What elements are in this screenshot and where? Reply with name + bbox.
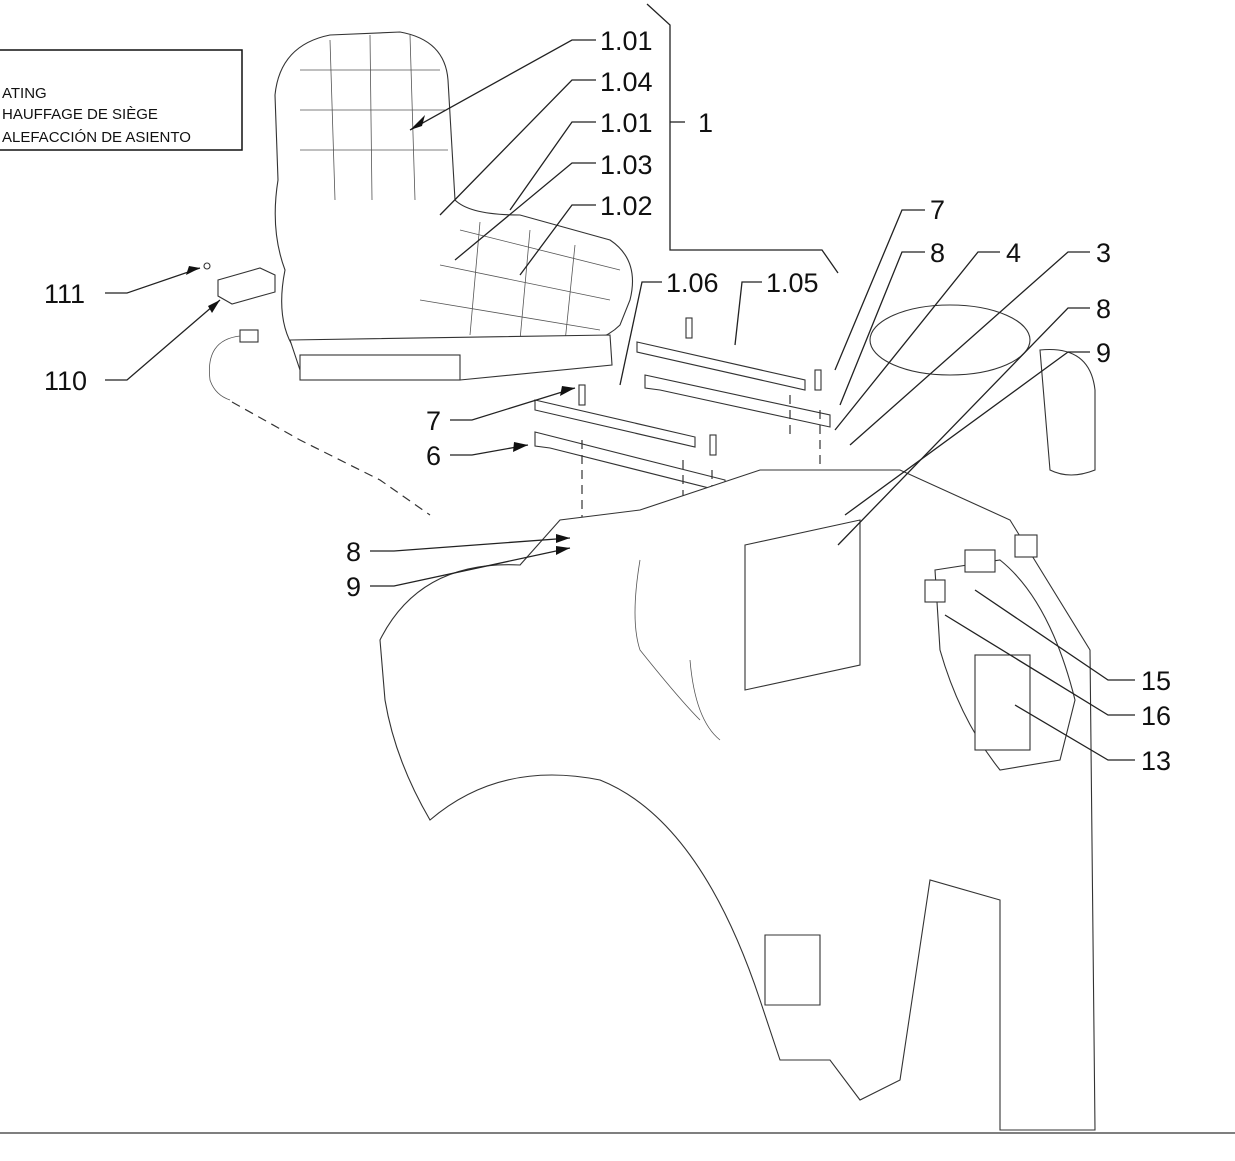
callout-6: 6 <box>426 441 441 471</box>
seat-rails <box>534 317 831 575</box>
callout-1-05: 1.05 <box>766 268 819 298</box>
note-line-es: ALEFACCIÓN DE ASIENTO <box>2 129 191 146</box>
callout-1-06: 1.06 <box>666 268 719 298</box>
leader-lines <box>105 39 1135 761</box>
callout-13: 13 <box>1141 746 1171 776</box>
bolt-7 <box>814 369 822 391</box>
callout-1-01: 1.01 <box>600 26 653 56</box>
steering-wheel <box>869 304 1031 376</box>
leader-arrowheads <box>186 115 575 555</box>
callout-1-03: 1.03 <box>600 150 653 180</box>
callout-7: 7 <box>930 195 945 225</box>
bracket-plate-upper <box>644 374 831 428</box>
seat-assembly <box>274 31 634 381</box>
chassis-frame <box>379 304 1096 1131</box>
callout-1-04: 1.04 <box>600 67 653 97</box>
callout-4: 4 <box>1006 238 1021 268</box>
callout-111: 111 <box>44 279 85 309</box>
harness-routing-dashed <box>231 401 431 516</box>
bracket-6 <box>534 431 726 493</box>
switch-15 <box>964 549 996 573</box>
screw-111 <box>203 262 211 270</box>
seat-suspension <box>299 354 461 381</box>
rail-1-06 <box>534 399 696 448</box>
bolt <box>709 434 717 456</box>
switch-16 <box>924 579 946 603</box>
callout-9: 9 <box>346 572 361 602</box>
callout-110: 110 <box>44 366 87 396</box>
fuse-box-13 <box>974 654 1031 751</box>
group-bracket-1: 1 <box>646 3 839 274</box>
seat-heating-note-box: ATING HAUFFAGE DE SIÈGE ALEFACCIÓN DE AS… <box>0 49 243 151</box>
callout-15: 15 <box>1141 666 1171 696</box>
note-line-fr: HAUFFAGE DE SIÈGE <box>2 106 158 123</box>
callout-7: 7 <box>426 406 441 436</box>
callout-16: 16 <box>1141 701 1171 731</box>
callout-8: 8 <box>930 238 945 268</box>
lever-housing <box>1039 348 1096 476</box>
group-label-1: 1 <box>698 108 713 138</box>
bracket-110 <box>203 262 276 401</box>
rail-1-05 <box>636 341 806 391</box>
bolt <box>685 317 693 339</box>
callout-labels: 1.01 1.04 1.01 1.03 1.02 1.06 1.05 7 8 4… <box>44 26 1171 776</box>
bolt-7 <box>578 384 586 406</box>
callout-8: 8 <box>346 537 361 567</box>
connector-switch <box>1014 534 1038 558</box>
seat-cushion <box>274 31 634 351</box>
callout-8: 8 <box>1096 294 1111 324</box>
note-line-en: ATING <box>2 85 47 102</box>
window-frame <box>744 519 861 691</box>
note-box-frame <box>0 49 243 151</box>
connector <box>239 329 259 343</box>
callout-1-02: 1.02 <box>600 191 653 221</box>
callout-1-01: 1.01 <box>600 108 653 138</box>
callout-9: 9 <box>1096 338 1111 368</box>
callout-3: 3 <box>1096 238 1111 268</box>
